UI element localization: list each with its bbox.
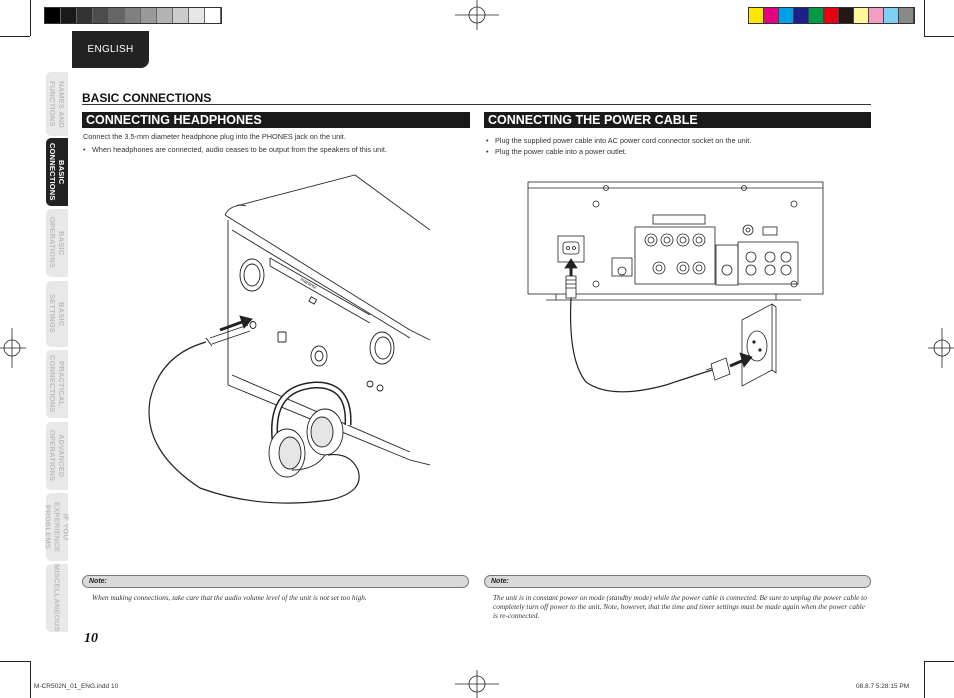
- side-tab-basic-settings[interactable]: BASIC SETTINGS: [46, 281, 68, 347]
- side-tab-practical-connections[interactable]: PRACTICAL CONNECTIONS: [46, 350, 68, 418]
- power-cable-illustration: [527, 181, 824, 393]
- language-tab-label: ENGLISH: [87, 44, 134, 55]
- gray-swatch: [141, 8, 157, 23]
- side-tab-label: ADVANCED OPERATIONS: [48, 430, 66, 482]
- color-swatch: [839, 8, 854, 23]
- gray-swatch: [173, 8, 189, 23]
- color-swatch: [869, 8, 884, 23]
- gray-swatch: [77, 8, 93, 23]
- side-tab-basic-operations[interactable]: BASIC OPERATIONS: [46, 209, 68, 277]
- color-swatch: [779, 8, 794, 23]
- side-tab-label: BASIC CONNECTIONS: [48, 143, 66, 201]
- side-tab-label: BASIC OPERATIONS: [48, 217, 66, 269]
- gray-swatch: [189, 8, 205, 23]
- headphones-heading: CONNECTING HEADPHONES: [82, 112, 470, 128]
- side-tab-label: IF YOU EXPERIENCE PROBLEMS: [43, 501, 71, 553]
- color-swatch: [764, 8, 779, 23]
- side-tab-label: PRACTICAL CONNECTIONS: [48, 355, 66, 413]
- gray-swatch: [125, 8, 141, 23]
- registration-mark-bottom: [455, 670, 499, 698]
- side-tab-miscellaneous[interactable]: MISCELLANEOUS: [46, 564, 68, 632]
- gray-swatch: [61, 8, 77, 23]
- section-divider: [82, 104, 871, 105]
- registration-mark-left: [0, 328, 26, 368]
- side-tab-advanced-operations[interactable]: ADVANCED OPERATIONS: [46, 422, 68, 490]
- color-swatch: [884, 8, 899, 23]
- section-title: BASIC CONNECTIONS: [82, 91, 212, 105]
- side-tab-basic-connections[interactable]: BASIC CONNECTIONS: [46, 138, 68, 206]
- gray-swatch: [205, 8, 221, 23]
- color-calibration-bar: [748, 7, 915, 24]
- footer-timestamp: 08.8.7 5:28:15 PM: [856, 683, 910, 690]
- headphones-bullet: When headphones are connected, audio cea…: [83, 144, 472, 155]
- side-tab-if-you-experience-problems[interactable]: IF YOU EXPERIENCE PROBLEMS: [43, 493, 71, 561]
- side-tab-names-and-functions[interactable]: NAMES AND FUNCTIONS: [46, 72, 68, 136]
- power-bullet: Plug the supplied power cable into AC po…: [486, 135, 875, 146]
- side-tab-label: MISCELLANEOUS: [52, 564, 62, 632]
- gray-swatch: [109, 8, 125, 23]
- registration-mark-top: [455, 0, 499, 30]
- color-swatch: [899, 8, 914, 23]
- note-label: Note:: [491, 578, 509, 585]
- note-label: Note:: [89, 578, 107, 585]
- grayscale-calibration-bar: [44, 7, 222, 24]
- side-tab-label: NAMES AND FUNCTIONS: [48, 80, 66, 128]
- side-tab-label: BASIC SETTINGS: [48, 294, 66, 334]
- color-swatch: [824, 8, 839, 23]
- gray-swatch: [45, 8, 61, 23]
- color-swatch: [794, 8, 809, 23]
- color-swatch: [749, 8, 764, 23]
- power-bullet: Plug the power cable into a power outlet…: [486, 146, 875, 157]
- headphones-illustration: marantz: [148, 174, 430, 504]
- page-number: 10: [84, 631, 98, 646]
- registration-mark-right: [928, 328, 954, 368]
- power-note-header: Note:: [484, 575, 871, 588]
- color-swatch: [809, 8, 824, 23]
- headphones-intro: Connect the 3.5-mm diameter headphone pl…: [83, 132, 346, 141]
- footer-filename: M-CR502N_01_ENG.indd 10: [34, 683, 119, 690]
- power-note-text: The unit is in constant power on mode (s…: [493, 593, 867, 620]
- color-swatch: [854, 8, 869, 23]
- gray-swatch: [93, 8, 109, 23]
- gray-swatch: [157, 8, 173, 23]
- power-heading: CONNECTING THE POWER CABLE: [484, 112, 871, 128]
- headphones-note-header: Note:: [82, 575, 469, 588]
- headphones-note-text: When making connections, take care that …: [92, 593, 367, 602]
- language-tab[interactable]: ENGLISH: [72, 31, 149, 68]
